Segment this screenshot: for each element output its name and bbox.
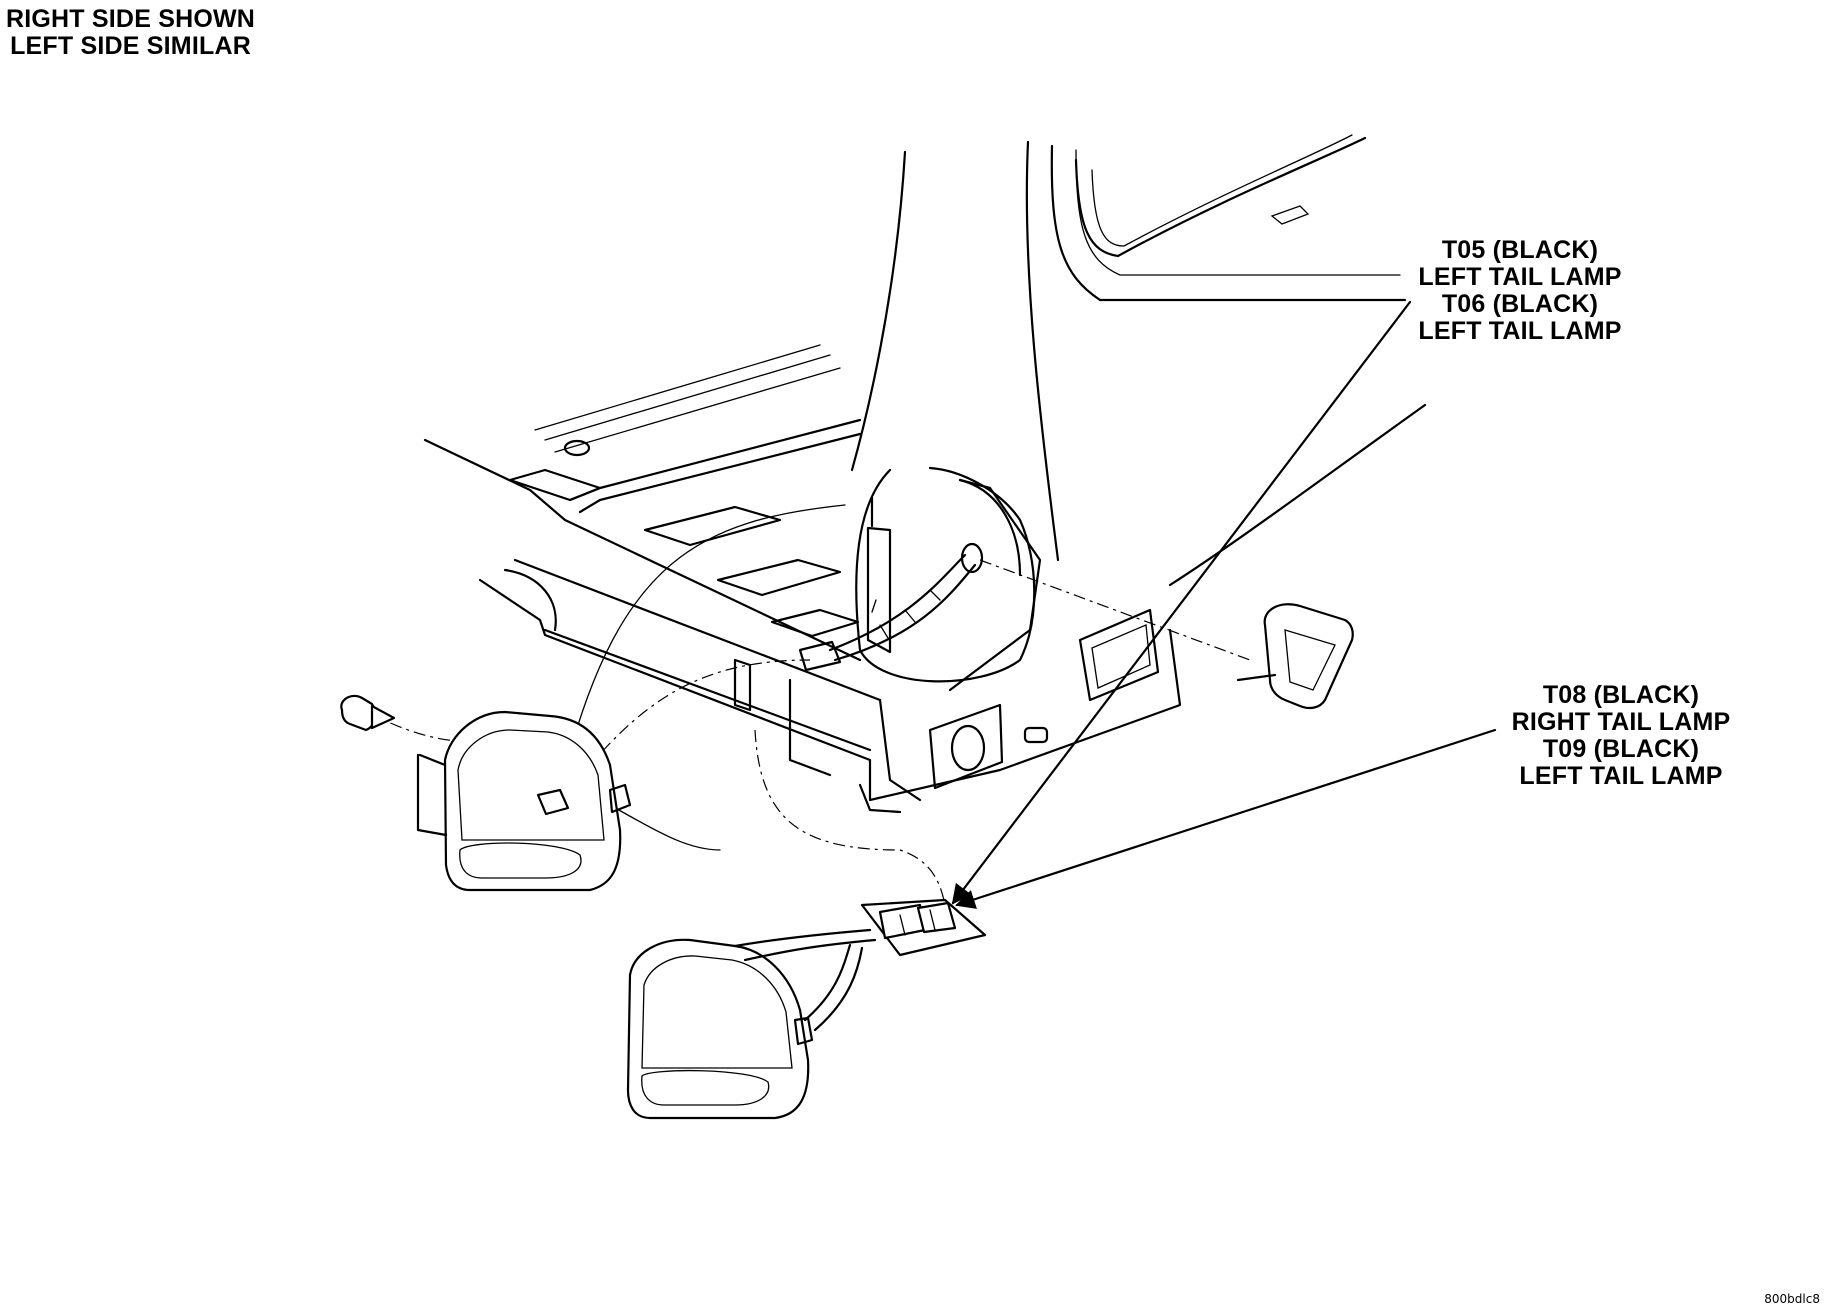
orientation-note: RIGHT SIDE SHOWN LEFT SIDE SIMILAR xyxy=(6,6,255,60)
wiring-harness xyxy=(798,542,984,672)
callout-t08-line-4: LEFT TAIL LAMP xyxy=(1519,762,1723,790)
callout-t05-t06: T05 (BLACK) LEFT TAIL LAMP T06 (BLACK) L… xyxy=(1392,237,1648,345)
lamp-mounting-stud-icon xyxy=(1236,603,1354,710)
callout-t08-line-2: RIGHT TAIL LAMP xyxy=(1511,708,1731,736)
figure-id: 800bdlc8 xyxy=(1764,1292,1820,1306)
vehicle-body xyxy=(423,134,1427,814)
tail-lamp-upper-icon xyxy=(416,710,632,892)
push-in-fastener-icon xyxy=(340,694,396,732)
callout-t08-line-1: T08 (BLACK) xyxy=(1542,681,1700,709)
orientation-note-line-1: RIGHT SIDE SHOWN xyxy=(6,5,256,33)
callout-t08-t09: T08 (BLACK) RIGHT TAIL LAMP T09 (BLACK) … xyxy=(1495,682,1747,790)
tail-lamp-lower-icon xyxy=(626,898,987,1120)
callout-t05-line-3: T06 (BLACK) xyxy=(1441,290,1599,318)
callout-t05-line-2: LEFT TAIL LAMP xyxy=(1418,263,1622,291)
callout-t08-line-3: T09 (BLACK) xyxy=(1542,735,1700,763)
callout-t05-line-1: T05 (BLACK) xyxy=(1441,236,1599,264)
callout-t05-line-4: LEFT TAIL LAMP xyxy=(1418,317,1622,345)
orientation-note-line-2: LEFT SIDE SIMILAR xyxy=(10,32,251,60)
callout-leaders xyxy=(951,300,1497,909)
